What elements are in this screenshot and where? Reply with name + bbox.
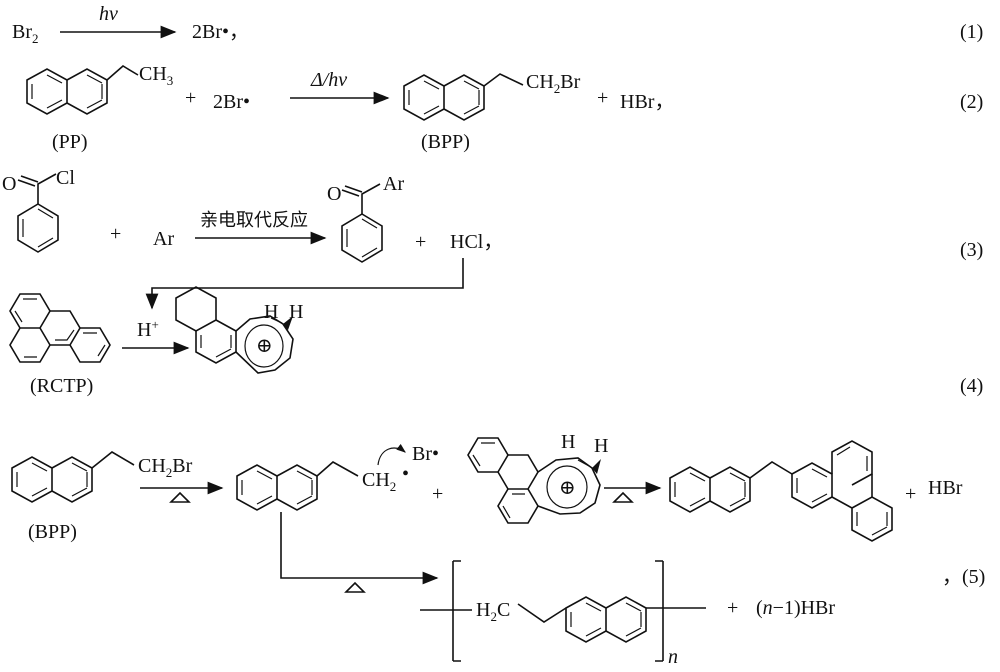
cation-symbol-2: ⊕ bbox=[559, 477, 576, 499]
product-2br: 2Br•， bbox=[192, 21, 249, 43]
h-label-1: H bbox=[264, 301, 278, 323]
radical-dot: • bbox=[402, 463, 409, 485]
hbr-eq5: HBr bbox=[928, 477, 963, 499]
arrow-label-electrophilic-substitution: 亲电取代反应 bbox=[200, 210, 308, 231]
oxygen-label-1: O bbox=[2, 173, 16, 195]
equation-4: (RCTP) H+ ⊕ H H (4) bbox=[9, 286, 983, 397]
plus-eq3-2: + bbox=[415, 231, 426, 253]
equation-number-5: (5) bbox=[962, 566, 985, 588]
naphthylmethyl-phenanthrene-product bbox=[669, 440, 893, 542]
benzoyl-chloride bbox=[17, 173, 59, 253]
naphthyl-methyl-radical bbox=[236, 461, 359, 511]
label-rctp: (RCTP) bbox=[30, 375, 93, 397]
equation-3: O Cl + Ar 亲电取代反应 O Ar + HCl， (3) bbox=[2, 167, 983, 310]
equation-1: Br2 hv 2Br•， (1) bbox=[12, 3, 983, 46]
h-label-3: H bbox=[561, 431, 575, 453]
arrow-label-hv: hv bbox=[99, 3, 118, 25]
oxygen-label-2: O bbox=[327, 183, 341, 205]
comma-eq5: ， bbox=[942, 566, 962, 588]
h-label-2: H bbox=[289, 301, 303, 323]
polymer-n-subscript: n bbox=[668, 646, 678, 668]
h-plus-label: H+ bbox=[137, 317, 159, 341]
plus-eq2-2: + bbox=[597, 87, 608, 109]
label-bpp-2: (BPP) bbox=[28, 521, 77, 543]
arrow-eq5-polymer bbox=[280, 512, 439, 585]
label-bpp: (BPP) bbox=[421, 131, 470, 153]
plus-eq5-2: + bbox=[905, 483, 916, 505]
ar-label: Ar bbox=[153, 228, 174, 250]
equation-number-2: (2) bbox=[960, 91, 983, 113]
ch2br-label-2: CH2Br bbox=[138, 455, 193, 480]
heat-symbol-3 bbox=[344, 581, 366, 593]
ch2br-label: CH2Br bbox=[526, 71, 581, 96]
plus-eq5-1: + bbox=[432, 483, 443, 505]
plus-eq3-1: + bbox=[110, 223, 121, 245]
equation-number-1: (1) bbox=[960, 21, 983, 43]
plus-eq5-3: + bbox=[727, 597, 738, 619]
naphthalene-pp bbox=[26, 65, 139, 115]
n-minus-1-hbr: (n−1)HBr bbox=[756, 597, 835, 619]
hbr-eq2: HBr， bbox=[620, 91, 674, 113]
naphthalene-bpp bbox=[403, 73, 524, 121]
chlorine-label: Cl bbox=[56, 167, 75, 189]
ch2-radical-label: CH2 bbox=[362, 469, 396, 494]
hcl-label: HCl， bbox=[450, 231, 503, 253]
label-pp: (PP) bbox=[52, 131, 88, 153]
heat-symbol-1 bbox=[169, 491, 191, 503]
equation-number-3: (3) bbox=[960, 239, 983, 261]
h-label-4: H bbox=[594, 435, 608, 457]
polymer-repeat-unit bbox=[420, 560, 706, 662]
aryl-ketone bbox=[341, 183, 383, 263]
equation-5: CH2Br (BPP) CH2 • Br• + ⊕ H H bbox=[11, 431, 985, 668]
hcl-feed-arrow bbox=[145, 258, 464, 310]
arrow-label-delta-hv: Δ/hv bbox=[310, 69, 347, 91]
plus-eq2-1: + bbox=[185, 87, 196, 109]
br2-label: Br2 bbox=[12, 21, 39, 46]
phenanthrene-rctp bbox=[9, 293, 111, 363]
ar-label-2: Ar bbox=[383, 173, 404, 195]
naphthalene-bpp-2 bbox=[11, 451, 135, 503]
reagent-2br: 2Br• bbox=[213, 91, 250, 113]
phenanthrenium-cation bbox=[467, 437, 601, 524]
cyclohepta-cation bbox=[175, 286, 294, 374]
curved-arrow-br-leaving bbox=[377, 443, 406, 466]
br-radical-label: Br• bbox=[412, 443, 439, 465]
cation-symbol: ⊕ bbox=[256, 335, 273, 357]
h2c-label: H2C bbox=[476, 599, 510, 624]
equation-2: CH3 (PP) + 2Br• Δ/hv CH2Br (BPP) + HBr， … bbox=[26, 63, 983, 153]
heat-symbol-2 bbox=[612, 491, 634, 503]
ch3-label: CH3 bbox=[139, 63, 173, 88]
equation-number-4: (4) bbox=[960, 375, 983, 397]
